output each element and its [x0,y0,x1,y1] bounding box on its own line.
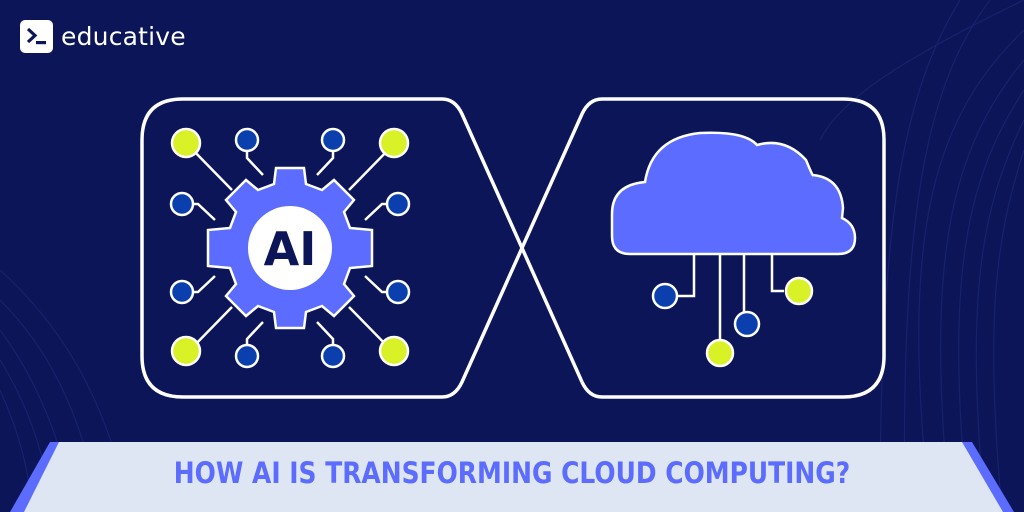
title-banner [10,442,1014,512]
cloud-shape [610,131,857,256]
ai-gear-network-icon: AI [169,127,411,369]
ai-badge-text: AI [264,222,317,276]
banner-title: HOW AI IS TRANSFORMING CLOUD COMPUTING? [173,456,851,490]
frame-outline [140,97,886,399]
brand-name: educative [61,22,186,51]
cloud-network-icon [610,131,857,368]
educative-logo[interactable]: educative [20,20,186,53]
terminal-prompt-icon [20,20,53,53]
